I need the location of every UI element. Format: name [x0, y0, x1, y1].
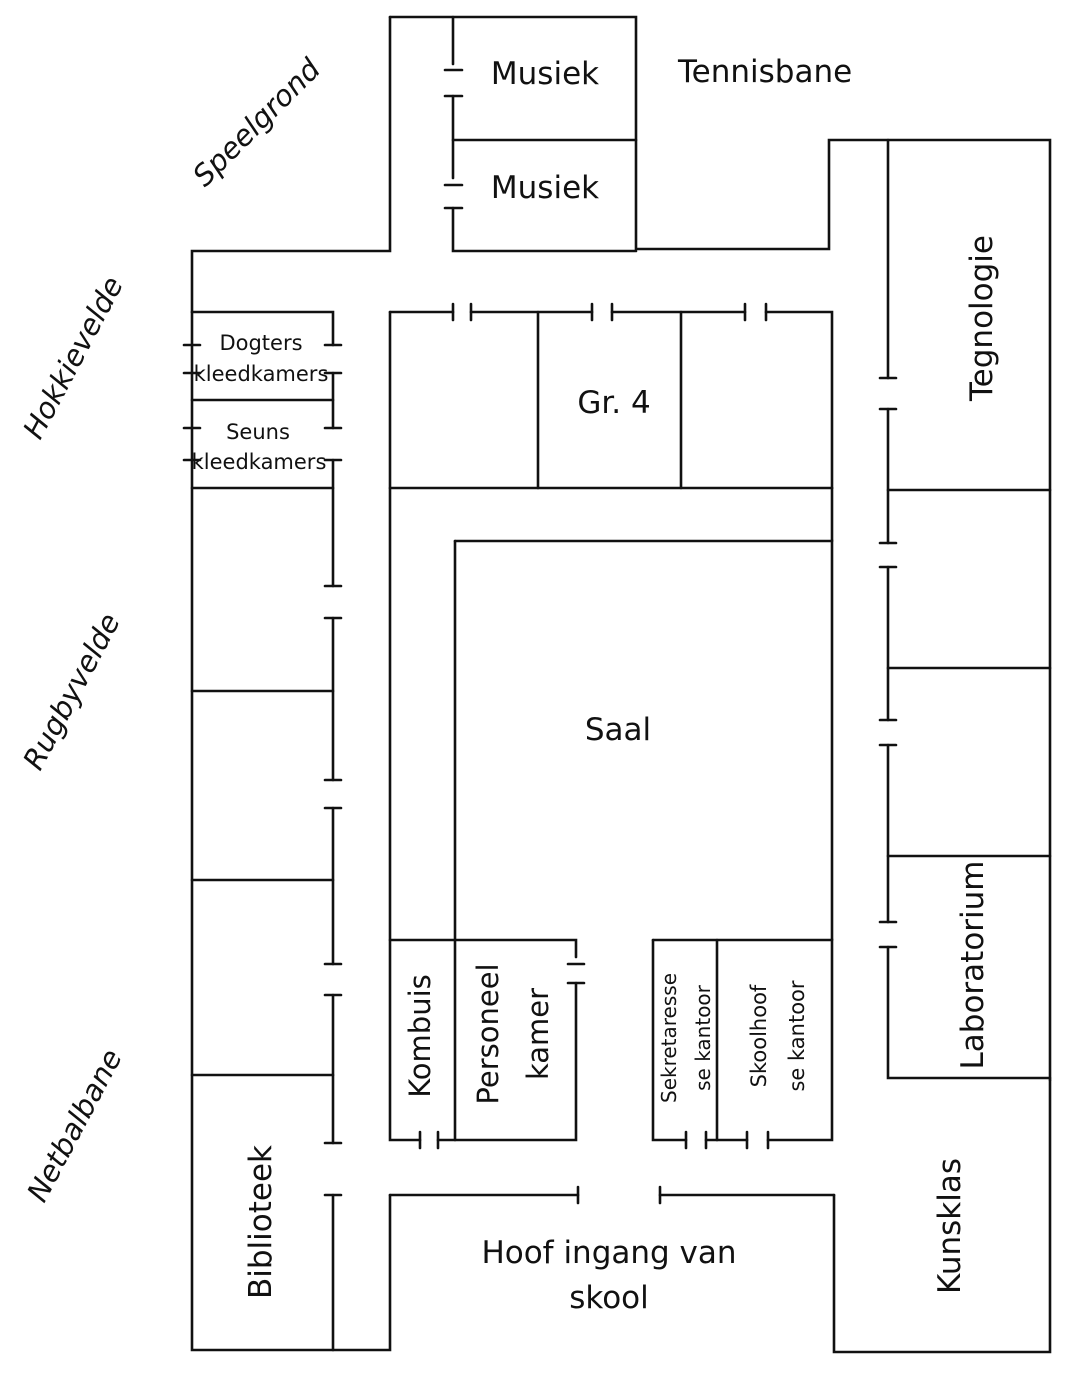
central-block [388, 302, 836, 1205]
room-sekretaresse-line2: se kantoor [691, 984, 715, 1091]
area-rugbyvelde: Rugbyvelde [16, 608, 127, 776]
outer-walls [190, 15, 1052, 1354]
right-wing [878, 138, 1052, 1080]
music-rooms [443, 15, 638, 253]
entrance-line1: Hoof ingang van [481, 1235, 736, 1271]
area-tennisbane: Tennisbane [677, 54, 852, 90]
room-tegnologie: Tegnologie [964, 235, 1000, 402]
room-seuns-line2: kleedkamers [192, 450, 327, 474]
area-netbalbane: Netbalbane [20, 1043, 129, 1207]
room-biblioteek: Biblioteek [243, 1145, 279, 1299]
room-saal: Saal [585, 712, 651, 748]
room-dogters-line1: Dogters [219, 331, 302, 355]
room-kunsklas: Kunsklas [932, 1158, 968, 1294]
entrance-line2: skool [569, 1280, 649, 1316]
room-skoolhoof-line2: se kantoor [785, 980, 809, 1091]
room-musiek-2: Musiek [491, 170, 599, 206]
room-kombuis: Kombuis [403, 974, 437, 1098]
area-hokkievelde: Hokkievelde [16, 271, 130, 444]
room-personeel-line1: Personeel [471, 963, 505, 1104]
room-personeel-line2: kamer [521, 988, 555, 1080]
left-wing [182, 310, 343, 1352]
room-gr4: Gr. 4 [577, 385, 650, 421]
room-skoolhoof-line1: Skoolhoof [747, 984, 771, 1087]
room-seuns-line1: Seuns [226, 420, 290, 444]
room-musiek-1: Musiek [491, 56, 599, 92]
area-speelgrond: Speelgrond [186, 52, 327, 193]
room-sekretaresse-line1: Sekretaresse [657, 973, 681, 1103]
room-dogters-line2: kleedkamers [194, 362, 329, 386]
room-laboratorium: Laboratorium [955, 861, 991, 1070]
